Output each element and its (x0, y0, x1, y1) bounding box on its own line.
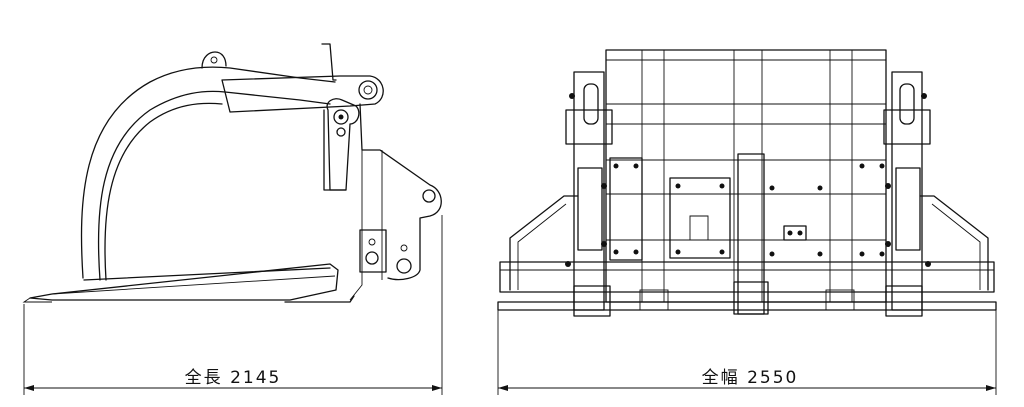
frame-hole-lower (396, 258, 412, 274)
grapple-arm-outer (80, 66, 336, 279)
side-dimension-text: 全長 2145 (185, 368, 282, 388)
right-wing-inner (931, 203, 981, 290)
lever-pivot (358, 80, 378, 100)
right-cylinder-bracket (883, 109, 931, 145)
hydraulic-valve (783, 225, 807, 241)
center-mount-plate (669, 177, 731, 259)
left-cylinder-body (577, 167, 603, 251)
inner-foot-left (639, 289, 669, 311)
right-bolt-mid (885, 183, 891, 189)
vertical-post (321, 43, 337, 81)
side-view: 全長 2145 (22, 43, 443, 395)
front-arrow-left (498, 385, 508, 391)
back-frame-grid (606, 50, 886, 302)
left-cylinder-rod (583, 83, 599, 125)
grapple-arm-inner-lip (104, 102, 223, 281)
front-bolt-3 (769, 251, 775, 257)
plate-bolt-4 (633, 249, 639, 255)
right-bolt-low (885, 241, 891, 247)
lower-pin (365, 251, 379, 265)
left-bolt-low (601, 241, 607, 247)
center-column (737, 153, 765, 315)
mount-bolt-3 (675, 249, 681, 255)
front-bolt-1 (769, 185, 775, 191)
valve-port-2 (797, 230, 803, 236)
left-cylinder-bracket (565, 109, 613, 145)
plate-bolt-1 (613, 163, 619, 169)
frame-lower-plate (359, 229, 387, 273)
left-bolt-rail (565, 261, 571, 267)
left-cylinder-column (573, 71, 605, 311)
frame-bolt (400, 244, 408, 252)
front-view: 全幅 2550 (497, 49, 997, 395)
front-dimension-text: 全幅 2550 (702, 368, 799, 388)
front-bolt-4 (817, 251, 823, 257)
mount-bolt-1 (675, 183, 681, 189)
center-left-plate (609, 157, 643, 261)
frame-rear-edge (349, 150, 363, 301)
link-bolt (336, 127, 346, 137)
main-frame (359, 103, 442, 281)
lower-bolt (368, 238, 376, 246)
side-arrow-left (24, 385, 34, 391)
front-bolt-2 (817, 185, 823, 191)
bottom-rail (499, 261, 995, 293)
link-plate (326, 98, 360, 191)
right-cylinder-column (891, 71, 923, 311)
tine-tip (22, 297, 52, 303)
bucket-floor (83, 267, 331, 281)
lever-pivot-pin (363, 85, 373, 95)
mount-bolt-2 (719, 183, 725, 189)
bucket-tine (29, 263, 339, 301)
plate-bolt-3 (613, 249, 619, 255)
left-bolt-mid (601, 183, 607, 189)
bottom-plate (284, 295, 355, 303)
upper-arm-lever (221, 75, 384, 113)
vertical-post-2 (323, 109, 347, 191)
back-frame (605, 49, 887, 303)
front-bolt-8 (879, 251, 885, 257)
front-arrow-right (986, 385, 996, 391)
base-plate (497, 301, 997, 311)
right-cylinder-body (895, 167, 921, 251)
grapple-arm-inner (97, 90, 331, 281)
frame-hole-upper (422, 189, 436, 203)
top-lug (201, 51, 227, 69)
side-arrow-right (432, 385, 442, 391)
front-bolt-6 (879, 163, 885, 169)
right-bolt-top (921, 93, 927, 99)
link-pin-center (338, 114, 344, 120)
top-lug-pin (210, 56, 218, 64)
front-bolt-5 (859, 163, 865, 169)
right-bolt-rail (925, 261, 931, 267)
bucket-tine-edge (51, 275, 336, 295)
left-wing (509, 195, 579, 291)
plate-bolt-2 (633, 163, 639, 169)
link-pin (333, 109, 349, 125)
mount-slot (689, 215, 709, 241)
center-foot (733, 281, 769, 315)
left-wing-inner (517, 203, 567, 290)
valve-port-1 (787, 230, 793, 236)
mount-bolt-4 (719, 249, 725, 255)
left-foot (573, 285, 611, 317)
inner-foot-right (825, 289, 855, 311)
right-foot (885, 285, 923, 317)
front-bolt-7 (859, 251, 865, 257)
left-bolt-top (569, 93, 575, 99)
right-wing (919, 195, 989, 291)
right-cylinder-rod (899, 83, 915, 125)
